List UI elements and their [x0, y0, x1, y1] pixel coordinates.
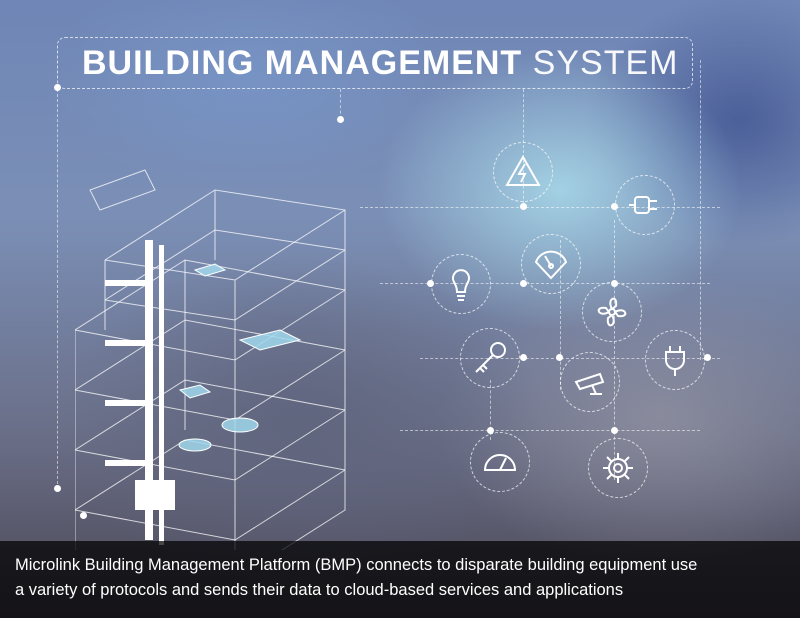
title-bold: BUILDING MANAGEMENT [82, 44, 523, 82]
connector-dot [520, 354, 527, 361]
title-light: SYSTEM [532, 44, 679, 82]
title-frame [57, 37, 693, 89]
connector-line [614, 220, 615, 480]
key-icon [460, 328, 520, 388]
power-plug-icon [645, 330, 705, 390]
light-bulb-icon [431, 254, 491, 314]
security-camera-icon [560, 352, 620, 412]
connector-dot [520, 280, 527, 287]
connector-dot [611, 427, 618, 434]
connector-line [490, 380, 491, 440]
caption-line-1: Microlink Building Management Platform (… [15, 556, 698, 574]
connector-line [400, 430, 700, 431]
connector-line [57, 89, 58, 489]
settings-gear-icon [588, 438, 648, 498]
gauge-icon [521, 234, 581, 294]
page-title: BUILDING MANAGEMENT SYSTEM [82, 42, 678, 84]
connector-line [700, 60, 701, 360]
caption-bar: Microlink Building Management Platform (… [0, 541, 800, 618]
connector-line [360, 207, 720, 208]
connector-line [560, 240, 561, 390]
connector-line [340, 89, 341, 119]
caption-line-2: a variety of protocols and sends their d… [15, 581, 624, 599]
electrical-plug-icon [615, 175, 675, 235]
connector-dot [80, 512, 87, 519]
connector-dot [54, 485, 61, 492]
connector-dot [427, 280, 434, 287]
connector-dot [337, 116, 344, 123]
fan-icon [582, 282, 642, 342]
connector-dot [487, 427, 494, 434]
connector-dot [520, 203, 527, 210]
connector-dot [611, 203, 618, 210]
connector-dot [704, 354, 711, 361]
connector-dot [556, 354, 563, 361]
building-wireframe [75, 169, 346, 550]
connector-dot [54, 84, 61, 91]
speedometer-icon [470, 432, 530, 492]
warning-triangle-icon [493, 142, 553, 202]
